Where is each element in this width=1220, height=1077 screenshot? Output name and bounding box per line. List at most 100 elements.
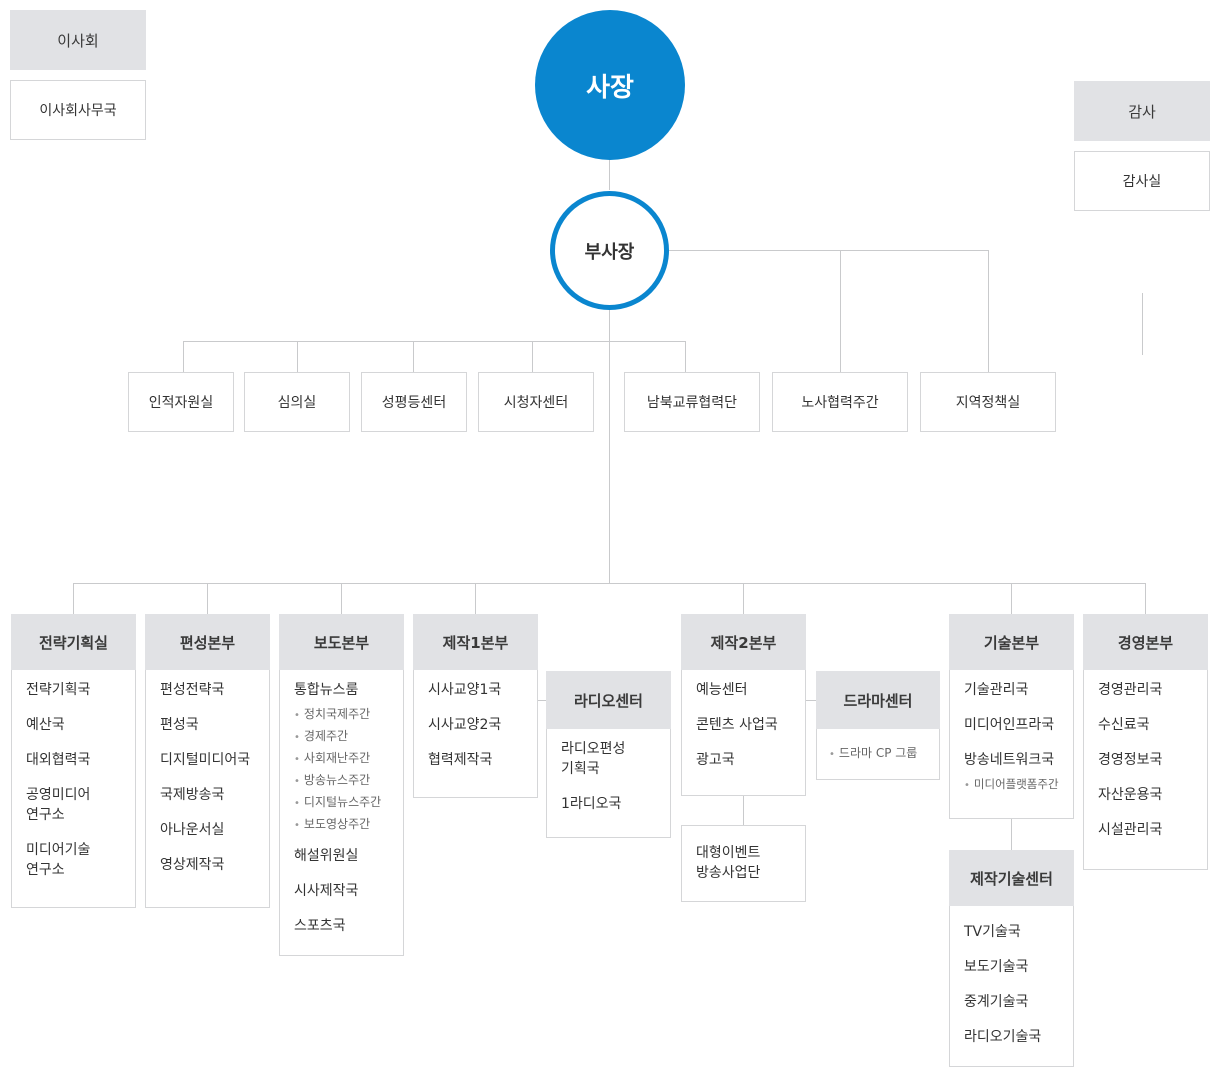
list-item[interactable]: 협력제작국 — [428, 752, 493, 768]
sub-item[interactable]: •사회재난주간 — [294, 748, 391, 770]
division-news-header[interactable]: 보도본부 — [279, 614, 404, 670]
division-programming-header[interactable]: 편성본부 — [145, 614, 270, 670]
vp-office-label: 심의실 — [277, 395, 317, 411]
bullet-icon: • — [294, 754, 300, 765]
list-item[interactable]: 시설관리국 — [1098, 822, 1163, 838]
board-title: 이사회 — [57, 31, 99, 50]
sub-item-label: 방송뉴스주간 — [303, 773, 371, 787]
list-item[interactable]: 콘텐츠 사업국 — [696, 717, 778, 733]
sub-item[interactable]: •정치국제주간 — [294, 704, 391, 726]
vp-office-gender-equality[interactable]: 성평등센터 — [361, 372, 467, 432]
sub-item[interactable]: •경제주간 — [294, 726, 391, 748]
division-title: 기술본부 — [983, 633, 1040, 652]
list-item[interactable]: 영상제작국 — [160, 857, 225, 873]
center-title: 라디오센터 — [573, 691, 643, 710]
vp-office-inter-korean[interactable]: 남북교류협력단 — [624, 372, 760, 432]
list-item[interactable]: 라디오편성 기획국 — [561, 741, 626, 777]
bullet-icon: • — [294, 776, 300, 787]
audit-office-label: 감사실 — [1122, 174, 1162, 190]
sub-item-label: 경제주간 — [303, 729, 349, 743]
list-item[interactable]: 중계기술국 — [964, 994, 1029, 1010]
list-item[interactable]: 방송네트워크국 — [964, 752, 1055, 768]
division-production1-list: 시사교양1국 시사교양2국 협력제작국 — [413, 670, 538, 798]
radio-center-header[interactable]: 라디오센터 — [546, 671, 671, 729]
sub-item[interactable]: •디지털뉴스주간 — [294, 792, 391, 814]
vp-office-regional-policy[interactable]: 지역정책실 — [920, 372, 1056, 432]
list-item[interactable]: 편성전략국 — [160, 682, 225, 698]
division-title: 제작2본부 — [710, 633, 777, 652]
sub-item[interactable]: •드라마 CP 그룹 — [829, 743, 927, 765]
sub-item-label: 보도영상주간 — [303, 817, 371, 831]
list-item[interactable]: 스포츠국 — [294, 918, 346, 934]
list-item[interactable]: 대외협력국 — [26, 752, 91, 768]
sub-item-label: 디지털뉴스주간 — [303, 795, 382, 809]
list-item[interactable]: 시사제작국 — [294, 883, 359, 899]
list-item[interactable]: 예능센터 — [696, 682, 748, 698]
list-item[interactable]: 경영정보국 — [1098, 752, 1163, 768]
list-item[interactable]: 시사교양1국 — [428, 682, 502, 698]
vice-president-circle[interactable]: 부사장 — [550, 191, 669, 310]
list-item[interactable]: 국제방송국 — [160, 787, 225, 803]
bullet-icon: • — [294, 732, 300, 743]
list-item[interactable]: 공영미디어 연구소 — [26, 787, 91, 823]
sub-item[interactable]: •보도영상주간 — [294, 814, 391, 836]
audit-title: 감사 — [1128, 102, 1156, 121]
news-sub-list: •정치국제주간 •경제주간 •사회재난주간 •방송뉴스주간 •디지털뉴스주간 •… — [294, 704, 391, 836]
list-item[interactable]: 디지털미디어국 — [160, 752, 251, 768]
list-item[interactable]: 광고국 — [696, 752, 735, 768]
list-item[interactable]: TV기술국 — [964, 924, 1021, 940]
drama-center-header[interactable]: 드라마센터 — [816, 671, 940, 729]
board-header[interactable]: 이사회 — [10, 10, 146, 70]
list-item[interactable]: 미디어인프라국 — [964, 717, 1055, 733]
list-item[interactable]: 수신료국 — [1098, 717, 1150, 733]
list-item[interactable]: 미디어기술 연구소 — [26, 842, 91, 878]
sub-item[interactable]: •방송뉴스주간 — [294, 770, 391, 792]
division-production2-header[interactable]: 제작2본부 — [681, 614, 806, 670]
list-item[interactable]: 경영관리국 — [1098, 682, 1163, 698]
president-label: 사장 — [586, 72, 634, 103]
president-circle[interactable]: 사장 — [535, 10, 685, 160]
sub-item-label: 드라마 CP 그룹 — [838, 746, 918, 760]
vp-office-review[interactable]: 심의실 — [244, 372, 350, 432]
list-item[interactable]: 아나운서실 — [160, 822, 225, 838]
list-item[interactable]: 자산운용국 — [1098, 787, 1163, 803]
list-item[interactable]: 시사교양2국 — [428, 717, 502, 733]
sub-item-label: 미디어플랫폼주간 — [973, 777, 1059, 791]
audit-header[interactable]: 감사 — [1074, 81, 1210, 141]
audit-office-box[interactable]: 감사실 — [1074, 151, 1210, 211]
division-technology-list: 기술관리국 미디어인프라국 방송네트워크국 •미디어플랫폼주간 — [949, 670, 1074, 819]
division-title: 전략기획실 — [38, 633, 108, 652]
sub-item-label: 정치국제주간 — [303, 707, 371, 721]
board-office-label: 이사회사무국 — [39, 103, 117, 119]
list-item[interactable]: 보도기술국 — [964, 959, 1029, 975]
division-management-header[interactable]: 경영본부 — [1083, 614, 1208, 670]
vp-office-labor-relations[interactable]: 노사협력주간 — [772, 372, 908, 432]
list-item[interactable]: 해설위원실 — [294, 848, 359, 864]
list-item[interactable]: 기술관리국 — [964, 682, 1029, 698]
vp-office-label: 시청자센터 — [503, 395, 569, 411]
list-item[interactable]: 예산국 — [26, 717, 65, 733]
list-item[interactable]: 통합뉴스룸 — [294, 682, 359, 698]
division-news-list: 통합뉴스룸 •정치국제주간 •경제주간 •사회재난주간 •방송뉴스주간 •디지털… — [279, 670, 404, 956]
vp-office-label: 인적자원실 — [148, 395, 214, 411]
list-item[interactable]: 전략기획국 — [26, 682, 91, 698]
division-production1-header[interactable]: 제작1본부 — [413, 614, 538, 670]
division-production2-list: 예능센터 콘텐츠 사업국 광고국 — [681, 670, 806, 796]
list-item[interactable]: 대형이벤트 방송사업단 — [696, 845, 761, 881]
list-item[interactable]: 편성국 — [160, 717, 199, 733]
division-strategy-header[interactable]: 전략기획실 — [11, 614, 136, 670]
vp-office-label: 성평등센터 — [381, 395, 447, 411]
list-item[interactable]: 라디오기술국 — [964, 1029, 1042, 1045]
vp-office-label: 노사협력주간 — [801, 395, 879, 411]
tech-center-header[interactable]: 제작기술센터 — [949, 850, 1074, 906]
board-office-box[interactable]: 이사회사무국 — [10, 80, 146, 140]
vp-office-viewer-center[interactable]: 시청자센터 — [478, 372, 594, 432]
list-item[interactable]: 1라디오국 — [561, 796, 622, 812]
bullet-icon: • — [964, 780, 970, 791]
division-title: 보도본부 — [313, 633, 370, 652]
vp-office-hr[interactable]: 인적자원실 — [128, 372, 234, 432]
vp-office-label: 지역정책실 — [955, 395, 1021, 411]
division-technology-header[interactable]: 기술본부 — [949, 614, 1074, 670]
tech-center-list: TV기술국 보도기술국 중계기술국 라디오기술국 — [949, 906, 1074, 1067]
sub-item[interactable]: •미디어플랫폼주간 — [964, 774, 1061, 796]
